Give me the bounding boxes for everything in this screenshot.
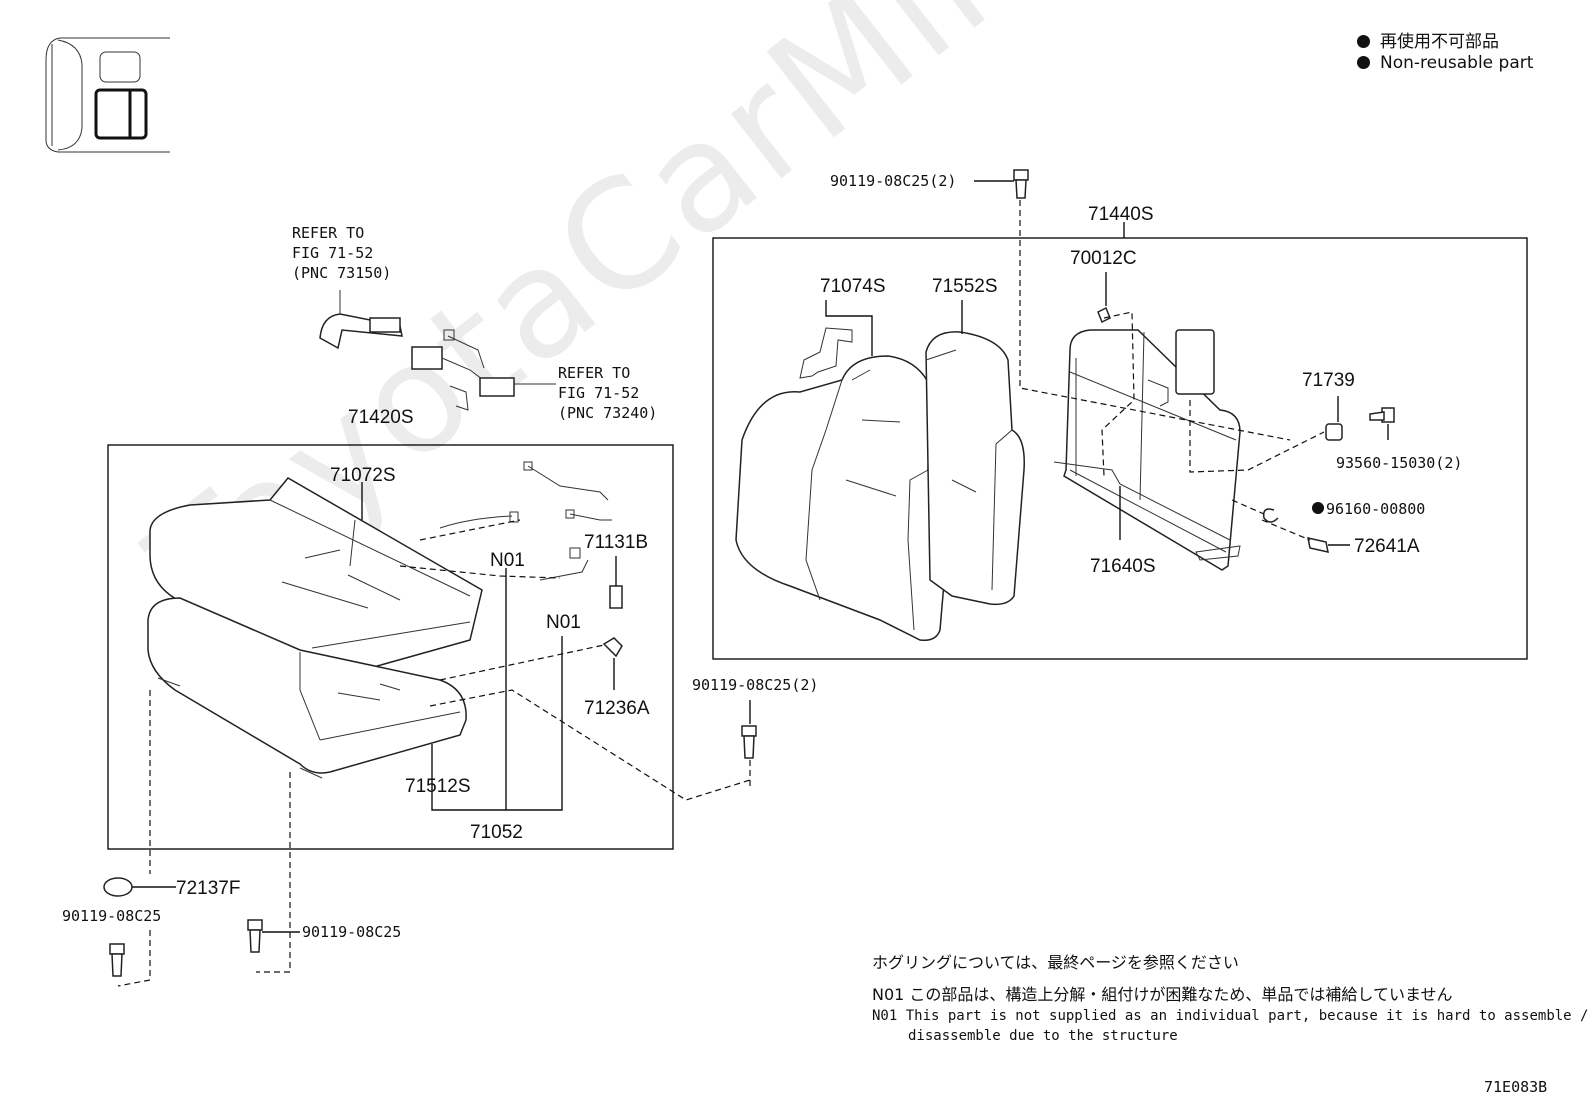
label-71552S: 71552S bbox=[932, 276, 998, 297]
label-72641A: 72641A bbox=[1354, 536, 1420, 557]
bullet-icon bbox=[1357, 35, 1370, 48]
cap-71739-icon bbox=[1325, 423, 1343, 441]
svg-text:(PNC 73150): (PNC 73150) bbox=[292, 264, 391, 282]
label-n01-a: N01 bbox=[490, 550, 525, 571]
svg-text:(PNC 73240): (PNC 73240) bbox=[558, 404, 657, 422]
legend-jp: 再使用不可部品 bbox=[1357, 27, 1499, 52]
note-hogring: ホグリングについては、最終ページを参照ください bbox=[872, 953, 1239, 972]
clip-70012C-icon bbox=[1097, 306, 1111, 324]
label-71052: 71052 bbox=[470, 822, 523, 843]
note-n01-jp: N01 この部品は、構造上分解・組付けが困難なため、単品では補給していません bbox=[872, 985, 1453, 1004]
label-bolt-top: 90119-08C25(2) bbox=[830, 172, 956, 190]
label-96160: 96160-00800 bbox=[1326, 500, 1425, 518]
seatback-assembly-box bbox=[712, 237, 1528, 660]
seatback-pad-71552S bbox=[925, 331, 1025, 606]
label-71236A: 71236A bbox=[584, 698, 650, 719]
bolt-right-icon bbox=[247, 919, 263, 953]
vehicle-locator-icon bbox=[45, 37, 170, 153]
refer-seat-belt: REFER TO FIG 71-52 (PNC 73150) bbox=[292, 224, 391, 282]
note-n01-en-line2: disassemble due to the structure bbox=[908, 1028, 1178, 1044]
label-n01-b: N01 bbox=[546, 612, 581, 633]
label-71640S: 71640S bbox=[1090, 556, 1156, 577]
seat-belt-buckle-sketch bbox=[411, 329, 556, 411]
seatback-frame-71640S bbox=[1053, 329, 1241, 571]
svg-text:FIG 71-52: FIG 71-52 bbox=[292, 244, 373, 262]
svg-text:REFER TO: REFER TO bbox=[558, 364, 630, 382]
figure-code: 71E083B bbox=[1484, 1078, 1547, 1096]
bolt-left-icon bbox=[109, 943, 125, 977]
label-bolt-center: 90119-08C25(2) bbox=[692, 676, 818, 694]
label-71131B: 71131B bbox=[584, 532, 648, 553]
label-71074S: 71074S bbox=[820, 276, 886, 297]
label-bolt-right: 90119-08C25 bbox=[302, 923, 401, 941]
label-71739: 71739 bbox=[1302, 370, 1355, 391]
legend-en: Non-reusable part bbox=[1357, 53, 1533, 73]
cushion-assembly-box bbox=[107, 444, 674, 850]
hog-ring-96160-icon bbox=[1262, 508, 1279, 523]
label-72137F: 72137F bbox=[176, 878, 240, 899]
bullet-icon bbox=[1357, 56, 1370, 69]
note-n01-en-line1: N01 This part is not supplied as an indi… bbox=[872, 1008, 1589, 1024]
label-71072S: 71072S bbox=[330, 465, 396, 486]
svg-text:FIG 71-52: FIG 71-52 bbox=[558, 384, 639, 402]
label-93560: 93560-15030(2) bbox=[1336, 454, 1462, 472]
label-71512S: 71512S bbox=[405, 776, 471, 797]
seat-cushion-pad-71512S bbox=[147, 597, 467, 779]
svg-text:REFER TO: REFER TO bbox=[292, 224, 364, 242]
seat-belt-sketch bbox=[319, 290, 403, 350]
bolt-center-icon bbox=[741, 725, 757, 759]
label-71420S: 71420S bbox=[348, 407, 414, 428]
pin-72641A-icon bbox=[1307, 537, 1329, 553]
screw-93560-icon bbox=[1369, 407, 1395, 423]
label-70012C: 70012C bbox=[1070, 248, 1137, 269]
label-71440S: 71440S bbox=[1088, 204, 1154, 225]
refer-buckle: REFER TO FIG 71-52 (PNC 73240) bbox=[558, 364, 657, 422]
seatback-cover-71074S bbox=[735, 327, 951, 642]
bolt-top-icon bbox=[1013, 169, 1029, 199]
label-bolt-left: 90119-08C25 bbox=[62, 907, 161, 925]
cap-72137F-icon bbox=[103, 877, 133, 897]
